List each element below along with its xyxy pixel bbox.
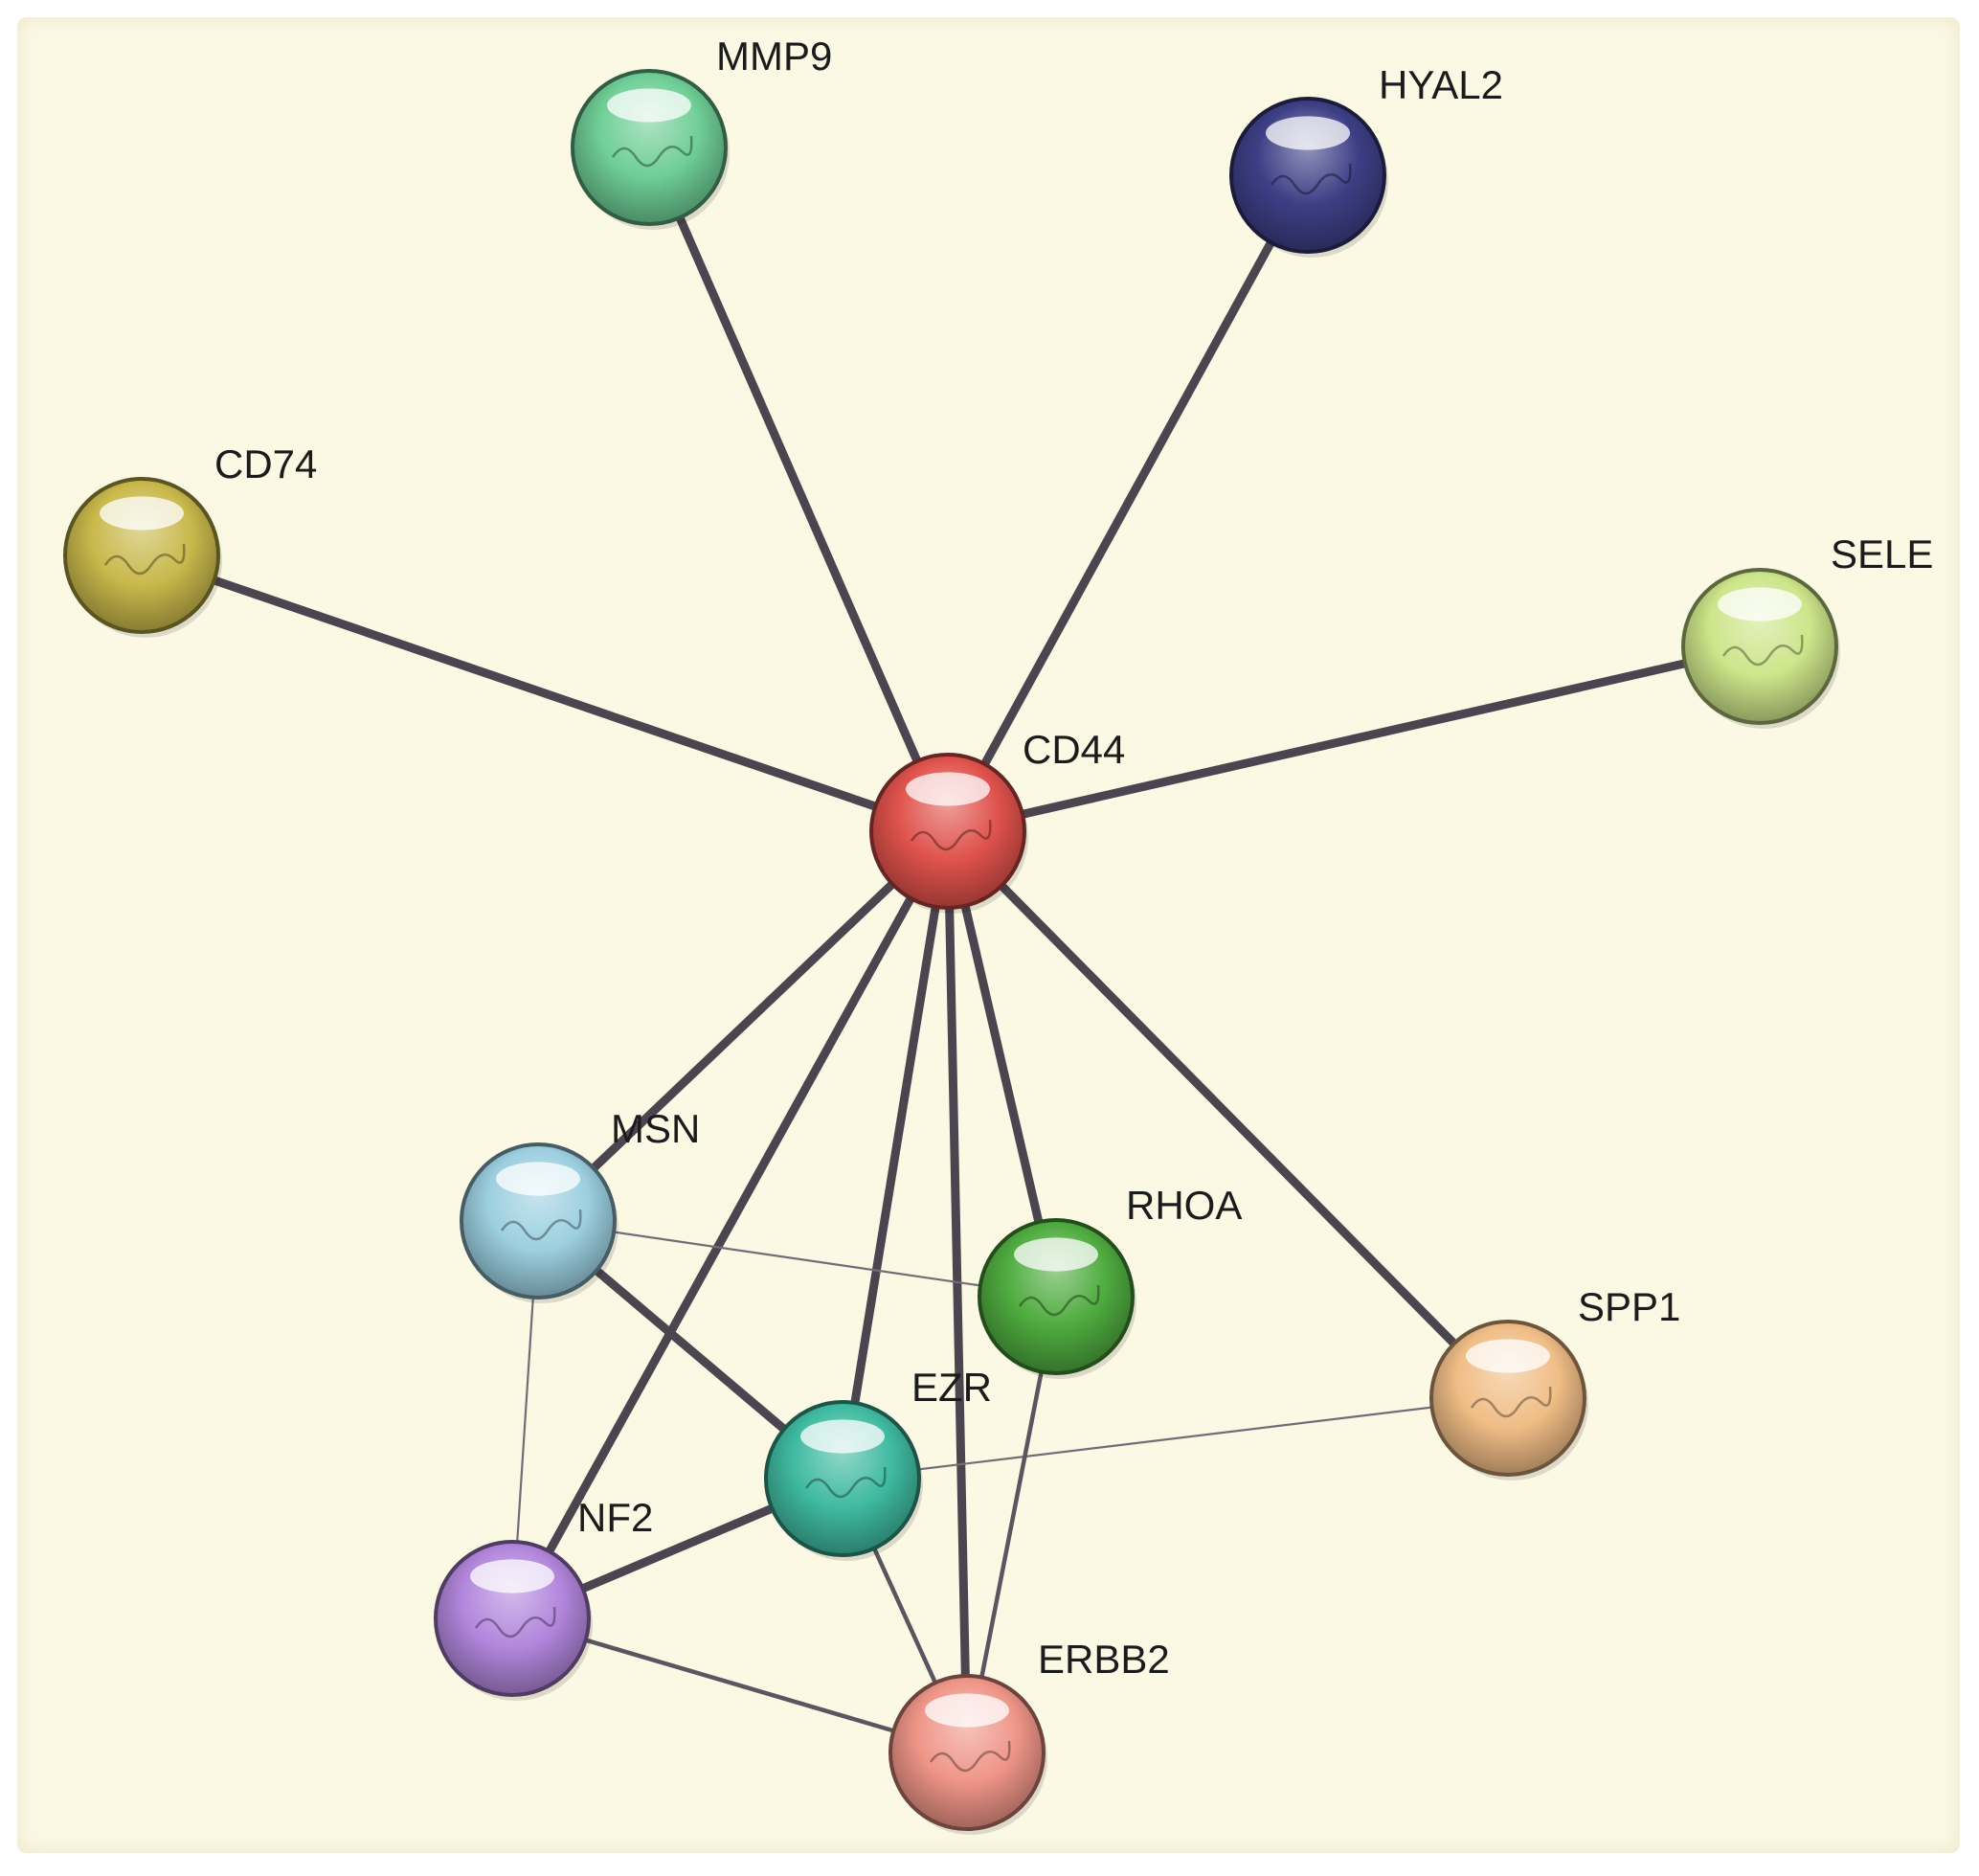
protein-structure-icon xyxy=(1721,634,1804,667)
protein-structure-icon xyxy=(474,1606,556,1639)
node-nf2[interactable]: NF2 xyxy=(434,1495,653,1701)
edge-cd44-msn[interactable] xyxy=(533,826,953,1226)
edge-cd44-mmp9[interactable] xyxy=(644,143,953,836)
protein-structure-icon xyxy=(1270,163,1352,195)
node-label-rhoa: RHOA xyxy=(1126,1183,1242,1228)
edge-ezr-spp1[interactable] xyxy=(841,1396,1510,1480)
node-label-spp1: SPP1 xyxy=(1578,1284,1680,1329)
protein-structure-icon xyxy=(1018,1284,1100,1317)
node-highlight xyxy=(607,88,691,123)
node-erbb2[interactable]: ERBB2 xyxy=(888,1637,1170,1835)
node-highlight xyxy=(906,772,990,806)
node-ezr[interactable]: EZR xyxy=(764,1365,992,1561)
protein-structure-icon xyxy=(804,1466,887,1499)
edge-cd44-nf2[interactable] xyxy=(507,826,953,1623)
protein-structure-icon xyxy=(1470,1386,1552,1418)
node-label-hyal2: HYAL2 xyxy=(1379,62,1503,107)
node-highlight xyxy=(1014,1237,1098,1272)
edge-nf2-erbb2[interactable] xyxy=(509,1616,970,1755)
node-highlight xyxy=(1718,587,1802,622)
node-sele[interactable]: SELE xyxy=(1681,531,1933,729)
node-highlight xyxy=(496,1162,580,1196)
node-highlight xyxy=(800,1419,885,1454)
node-cd44[interactable]: CD44 xyxy=(869,727,1125,914)
node-label-nf2: NF2 xyxy=(577,1495,653,1540)
node-mmp9[interactable]: MMP9 xyxy=(571,34,832,230)
edge-cd44-sele[interactable] xyxy=(943,642,1765,836)
node-label-msn: MSN xyxy=(611,1106,700,1151)
edge-cd44-ezr[interactable] xyxy=(838,826,953,1483)
protein-structure-icon xyxy=(500,1209,582,1241)
node-highlight xyxy=(925,1693,1009,1728)
edge-cd44-erbb2[interactable] xyxy=(943,826,972,1757)
node-highlight xyxy=(100,496,184,531)
node-label-mmp9: MMP9 xyxy=(716,34,832,79)
node-label-erbb2: ERBB2 xyxy=(1038,1637,1170,1682)
node-label-sele: SELE xyxy=(1831,531,1933,576)
node-label-cd44: CD44 xyxy=(1023,727,1125,772)
node-highlight xyxy=(470,1559,554,1593)
network-canvas xyxy=(17,17,1960,1853)
node-label-ezr: EZR xyxy=(911,1365,992,1410)
node-spp1[interactable]: SPP1 xyxy=(1429,1284,1680,1480)
node-rhoa[interactable]: RHOA xyxy=(978,1183,1242,1379)
edge-cd44-rhoa[interactable] xyxy=(943,826,1061,1301)
edge-layer xyxy=(137,143,1765,1757)
node-label-cd74: CD74 xyxy=(214,441,317,486)
protein-structure-icon xyxy=(611,135,693,168)
protein-structure-icon xyxy=(929,1740,1011,1773)
protein-structure-icon xyxy=(103,543,186,576)
edge-msn-rhoa[interactable] xyxy=(536,1219,1058,1299)
edge-cd44-spp1[interactable] xyxy=(943,826,1513,1403)
edge-cd44-hyal2[interactable] xyxy=(943,170,1313,836)
node-highlight xyxy=(1266,116,1350,150)
node-cd74[interactable]: CD74 xyxy=(63,441,317,638)
protein-structure-icon xyxy=(910,819,992,851)
node-hyal2[interactable]: HYAL2 xyxy=(1229,62,1503,258)
node-highlight xyxy=(1466,1339,1550,1373)
node-msn[interactable]: MSN xyxy=(460,1106,700,1303)
edge-cd44-cd74[interactable] xyxy=(137,551,953,836)
